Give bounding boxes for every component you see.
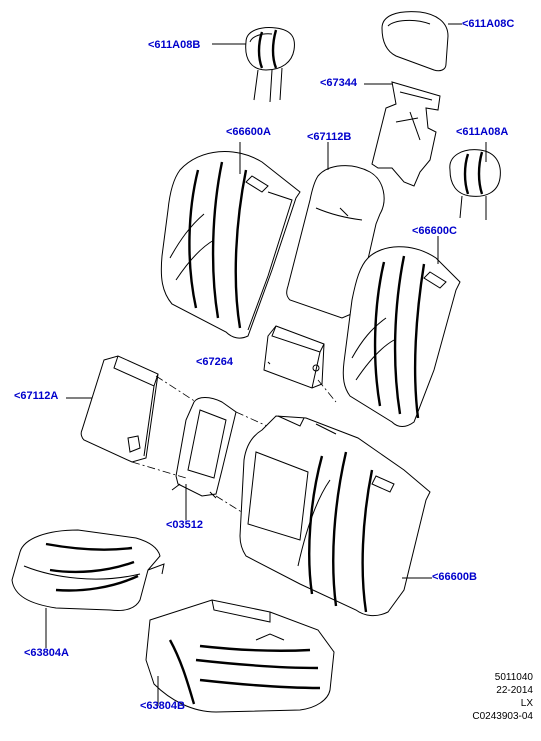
callout-67344[interactable]: <67344 [320,77,358,89]
trim-panel-67344 [371,81,441,187]
callout-611a08c[interactable]: <611A08C [462,18,515,30]
model-code: LX [520,698,533,709]
side-panel-67112a [80,355,159,463]
headrest-611a08a [449,149,501,220]
callout-63804b[interactable]: <63804B [140,700,185,712]
bolster-67264 [263,325,325,389]
seat-cushion-63804a [11,529,165,611]
callout-66600a[interactable]: <66600A [226,126,271,138]
frame-03512 [171,397,237,499]
seat-cushion-63804b [145,599,335,713]
callout-611a08b[interactable]: <611A08B [148,39,201,51]
seat-back-66600a [160,151,301,339]
callout-66600b[interactable]: <66600B [432,571,477,583]
drawing-number: 5011040 [494,672,533,683]
illustration-id: C0243903-04 [472,711,533,722]
seat-back-66600c [342,246,461,427]
seat-back-66600b [239,415,431,617]
leader-lines [45,23,487,706]
callout-67112a[interactable]: <67112A [14,390,59,402]
callout-611a08a[interactable]: <611A08A [456,126,509,138]
drawing-reference-block: 5011040 22-2014 LX C0243903-04 [472,671,533,723]
callout-67112b[interactable]: <67112B [307,131,352,143]
callout-63804a[interactable]: <63804A [24,647,69,659]
callout-66600c[interactable]: <66600C [412,225,457,237]
headrest-611a08b [245,27,295,103]
headrest-cover-611a08c [381,11,449,72]
callout-67264[interactable]: <67264 [196,356,234,368]
assembly-guide-lines [131,375,337,517]
drawing-date-code: 22-2014 [496,685,533,696]
callout-03512[interactable]: <03512 [166,519,204,531]
